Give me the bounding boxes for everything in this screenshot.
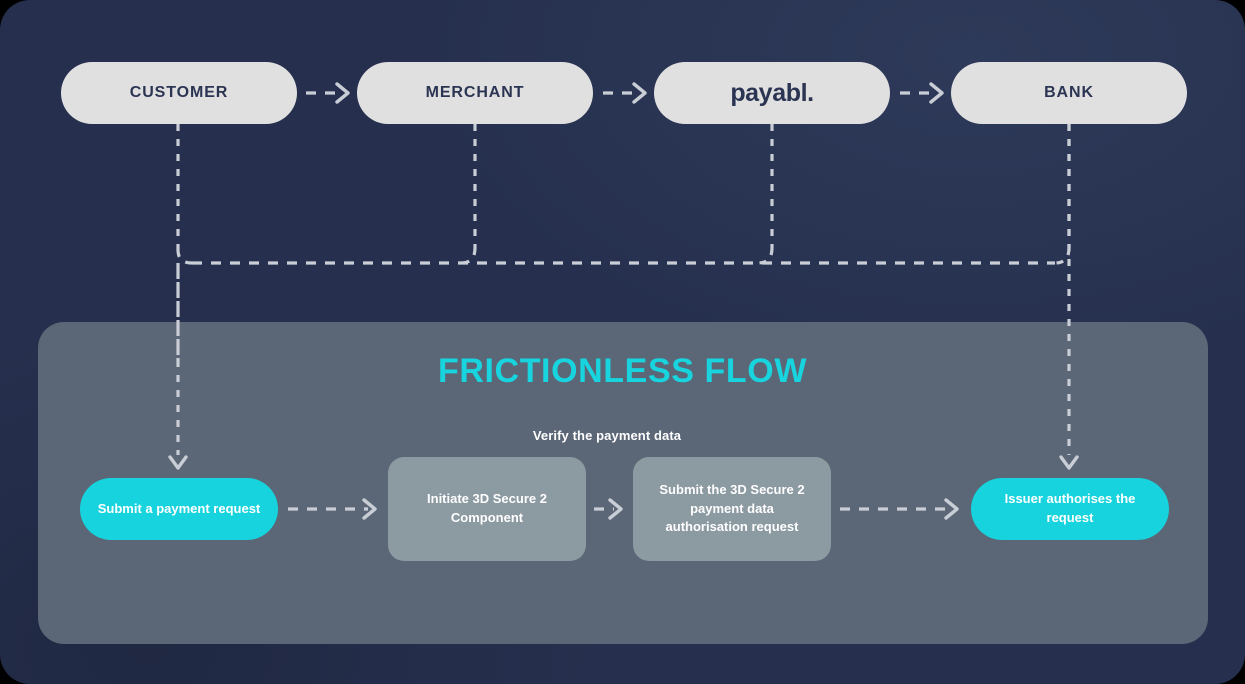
actor-pill-bank-label: BANK <box>1044 84 1094 101</box>
header-arrow-payabl-bank <box>900 82 944 104</box>
step-initiate-3ds2-component[interactable]: Initiate 3D Secure 2 Component <box>388 457 586 561</box>
step-submit-3ds2-authorisation-request[interactable]: Submit the 3D Secure 2 payment data auth… <box>633 457 831 561</box>
actor-pill-merchant[interactable]: MERCHANT <box>357 62 593 124</box>
header-arrow-merchant-payabl <box>603 82 647 104</box>
actor-pill-customer[interactable]: CUSTOMER <box>61 62 297 124</box>
actor-pill-payabl[interactable]: payabl. <box>654 62 890 124</box>
actor-pill-merchant-label: MERCHANT <box>425 84 525 101</box>
flow-title: FRICTIONLESS FLOW <box>437 352 808 390</box>
step-label: Initiate 3D Secure 2 Component <box>427 491 547 525</box>
step-submit-payment-request[interactable]: Submit a payment request <box>80 478 278 540</box>
verify-payment-data-note: Verify the payment data <box>532 428 682 443</box>
lane-line-payabl <box>757 124 774 265</box>
step-label: Submit the 3D Secure 2 payment data auth… <box>659 481 805 535</box>
lane-line-merchant <box>460 124 477 265</box>
step-label: Submit a payment request <box>97 500 261 516</box>
header-arrow-customer-merchant <box>306 82 350 104</box>
payabl-logo-text: payabl. <box>730 78 814 107</box>
actor-pill-bank[interactable]: BANK <box>951 62 1187 124</box>
actor-pill-customer-label: CUSTOMER <box>129 84 229 101</box>
step-label: Issuer authorises the request <box>1004 491 1136 525</box>
step-issuer-authorises-request[interactable]: Issuer authorises the request <box>971 478 1169 540</box>
